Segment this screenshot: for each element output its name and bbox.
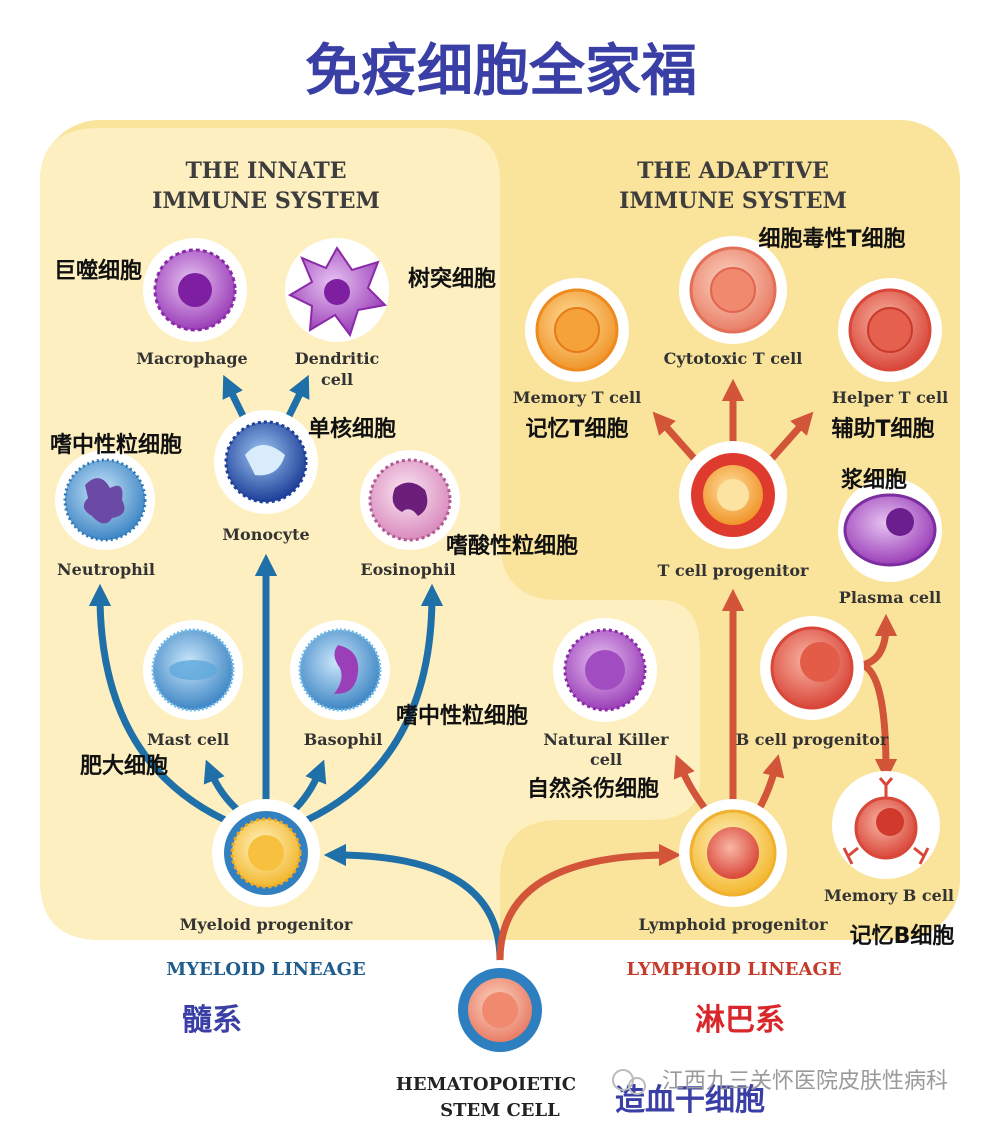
natural-killer-label-line1: Natural Killer [543, 730, 669, 749]
plasma-label: Plasma cell [839, 588, 941, 607]
page-title: 免疫细胞全家福 [305, 39, 697, 104]
helper-t-cell [838, 278, 942, 382]
natural-killer-label-line2: cell [590, 750, 622, 769]
watermark-text: 江西九三关怀医院皮肤性病科 [662, 1069, 948, 1094]
t-progenitor-label: T cell progenitor [658, 561, 810, 580]
b-progenitor-cell [760, 616, 864, 720]
myeloid-lineage-label: MYELOID LINEAGE [166, 959, 365, 980]
myeloid-progenitor-cell [212, 799, 320, 907]
natural-killer-zh-label: 自然杀伤细胞 [527, 776, 659, 802]
monocyte-label: Monocyte [222, 525, 309, 544]
macrophage-cell [143, 238, 247, 342]
mast-label: Mast cell [147, 730, 229, 749]
natural-killer-cell [553, 618, 657, 722]
plasma-zh-label: 浆细胞 [841, 467, 907, 493]
innate-heading-line2: IMMUNE SYSTEM [152, 188, 380, 214]
neutrophil-label: Neutrophil [57, 560, 155, 579]
plasma-cell [838, 478, 942, 582]
eosinophil-cell [360, 450, 460, 550]
eosinophil-label: Eosinophil [360, 560, 455, 579]
eosinophil-zh-label: 嗜酸性粒细胞 [446, 533, 578, 559]
innate-heading-line1: THE INNATE [185, 158, 346, 184]
watermark: 江西九三关怀医院皮肤性病科 [612, 1069, 948, 1095]
neutrophil-cell [55, 450, 155, 550]
memory-b-cell [832, 771, 940, 879]
dendritic-cell [285, 238, 389, 342]
stem-cell-label-line2: STEM CELL [440, 1100, 560, 1121]
lymphoid-lineage-label: LYMPHOID LINEAGE [626, 959, 841, 980]
cytotoxic-t-zh-label: 细胞毒性T细胞 [758, 226, 905, 252]
helper-t-zh-label: 辅助T细胞 [831, 416, 934, 442]
helper-t-label: Helper T cell [832, 388, 948, 407]
cytotoxic-t-label: Cytotoxic T cell [664, 349, 803, 368]
mast-cell [143, 620, 243, 720]
lymphoid-arrows [496, 378, 898, 964]
t-progenitor-cell [679, 441, 787, 549]
myeloid-progenitor-label: Myeloid progenitor [180, 915, 353, 934]
dendritic-label-line1: Dendritic [295, 349, 380, 368]
macrophage-label: Macrophage [136, 349, 247, 368]
b-progenitor-label: B cell progenitor [736, 730, 889, 749]
cytotoxic-t-cell [679, 236, 787, 344]
basophil-label: Basophil [304, 730, 383, 749]
monocyte-cell [214, 410, 318, 514]
adaptive-heading-line2: IMMUNE SYSTEM [619, 188, 847, 214]
stem-cell-label-line1: HEMATOPOIETIC [396, 1074, 576, 1095]
stem-cell-zh-label: 造血干细胞 [615, 1083, 765, 1118]
memory-t-zh-label: 记忆T细胞 [525, 416, 628, 442]
macrophage-zh-label: 巨噬细胞 [54, 258, 142, 284]
stem-cell [450, 960, 550, 1060]
memory-t-label: Memory T cell [513, 388, 641, 407]
adaptive-heading-line1: THE ADAPTIVE [637, 158, 829, 184]
lymphoid-progenitor-cell [679, 799, 787, 907]
basophil-cell [290, 620, 390, 720]
lymphoid-progenitor-label: Lymphoid progenitor [638, 915, 828, 934]
dendritic-label-line2: cell [321, 370, 353, 389]
memory-b-zh-label: 记忆B细胞 [850, 923, 955, 949]
memory-t-cell [525, 278, 629, 382]
mast-zh-label: 肥大细胞 [80, 753, 168, 779]
monocyte-zh-label: 单核细胞 [308, 416, 396, 442]
dendritic-zh-label: 树突细胞 [408, 266, 496, 292]
lymphoid-lineage-zh-label: 淋巴系 [695, 1003, 785, 1038]
neutrophil-zh-label: 嗜中性粒细胞 [50, 432, 182, 458]
basophil-zh-label: 嗜中性粒细胞 [396, 703, 528, 729]
memory-b-label: Memory B cell [824, 886, 954, 905]
myeloid-lineage-zh-label: 髓系 [182, 1003, 242, 1038]
